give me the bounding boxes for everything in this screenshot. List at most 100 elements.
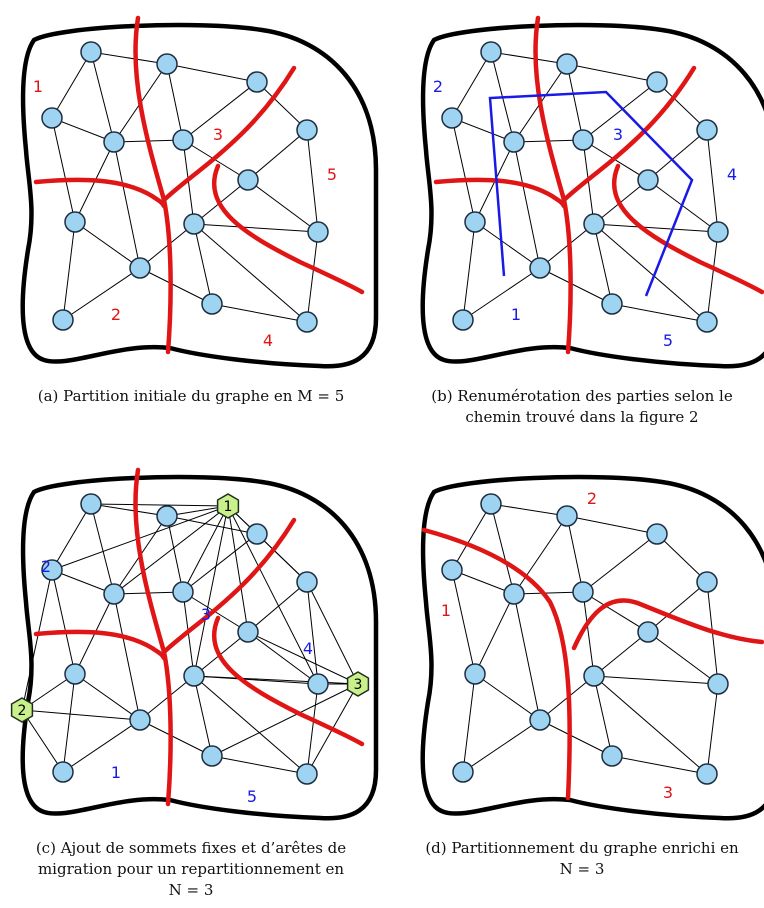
graph-edge (306, 683, 319, 775)
region-label: 1 (33, 77, 43, 96)
graph-node (237, 169, 259, 191)
graph-node (503, 583, 525, 605)
partition-cut-line (161, 65, 297, 203)
graph-node (637, 621, 659, 643)
graph-node (129, 257, 151, 279)
migration-edge (227, 505, 319, 685)
graph-node (52, 761, 74, 783)
graph-edge (306, 231, 319, 323)
graph-edge (74, 673, 141, 721)
graph-edge (62, 267, 141, 321)
graph-boundary (420, 22, 764, 369)
migration-edge (193, 675, 359, 685)
graph-node (696, 571, 718, 593)
graph-edge (306, 581, 319, 685)
cut-lines (433, 15, 764, 355)
graph-edge (611, 755, 708, 775)
graph-edge (247, 129, 308, 181)
graph-edge (62, 719, 141, 773)
graph-edge (166, 515, 258, 535)
graph-edge (462, 221, 476, 321)
graph-edge (166, 515, 184, 593)
region-label: 5 (247, 787, 257, 806)
graph-edge (451, 569, 476, 675)
graph-node (464, 211, 486, 233)
region-label: 4 (303, 639, 313, 658)
graph-edge (647, 129, 708, 181)
migration-edge (21, 709, 64, 773)
graph-node (156, 53, 178, 75)
graph-node (103, 131, 125, 153)
graph-node (572, 581, 594, 603)
graph-edge (513, 593, 541, 721)
graph-edge (193, 675, 213, 757)
graph-node (296, 571, 318, 593)
graph-node (172, 129, 194, 151)
graph-node (80, 493, 102, 515)
graph-nodes (441, 41, 729, 333)
region-label: 2 (433, 77, 443, 96)
graph-edge (306, 129, 319, 233)
fixed-node (346, 671, 370, 697)
graph-edge (539, 267, 613, 305)
graph-node (41, 559, 63, 581)
graph-edge (166, 63, 184, 141)
graph-edge (566, 515, 584, 593)
graph-boundary (20, 22, 379, 369)
panel-d: 213 (420, 474, 764, 821)
graph-edge (539, 223, 595, 269)
region-label: 3 (613, 125, 623, 144)
graph-node (246, 523, 268, 545)
graph-edge (582, 81, 658, 141)
graph-edge (193, 223, 319, 233)
graph-edge (539, 719, 613, 757)
graph-edges (451, 503, 719, 775)
graph-edge (513, 591, 584, 595)
graph-edge (566, 63, 658, 83)
graph-edge (593, 223, 613, 305)
graph-edge (90, 503, 115, 595)
graph-edge (51, 569, 76, 675)
graph-node (296, 763, 318, 785)
partition-cut-line (211, 615, 365, 747)
graph-node (156, 505, 178, 527)
graph-edge (451, 503, 492, 571)
caption-a: (a) Partition initiale du graphe en M = … (0, 386, 382, 407)
graph-node (452, 761, 474, 783)
migration-edge (193, 505, 229, 677)
graph-edge (513, 141, 541, 269)
graph-nodes (41, 41, 329, 333)
graph-edge (51, 117, 76, 223)
partition-cut-line (421, 527, 572, 801)
cut-lines (421, 527, 764, 801)
graph-node (646, 71, 668, 93)
graph-edge (211, 755, 308, 775)
graph-node (696, 311, 718, 333)
migration-edge (247, 631, 359, 685)
graph-edge (193, 223, 213, 305)
graph-edge (490, 51, 568, 65)
caption-b-line-2: chemin trouvé dans la figure 2 (465, 408, 699, 426)
migration-edge (113, 505, 229, 595)
graph-node (452, 309, 474, 331)
graph-node (183, 213, 205, 235)
graph-node (52, 309, 74, 331)
migration-edge (227, 505, 249, 633)
region-label: 2 (111, 305, 121, 324)
migration-edge (182, 505, 229, 593)
graph-node (503, 131, 525, 153)
graph-node (296, 119, 318, 141)
graph-edge (451, 117, 476, 223)
graph-edge (566, 63, 584, 141)
graph-edge (182, 81, 258, 141)
graph-node (556, 53, 578, 75)
graph-edge (51, 51, 92, 119)
region-label: 1 (111, 763, 121, 782)
graph-edge (211, 303, 308, 323)
graph-edge (139, 267, 213, 305)
graph-edge (451, 117, 515, 143)
region-label: 4 (263, 331, 273, 350)
renumbering-path (488, 90, 694, 297)
